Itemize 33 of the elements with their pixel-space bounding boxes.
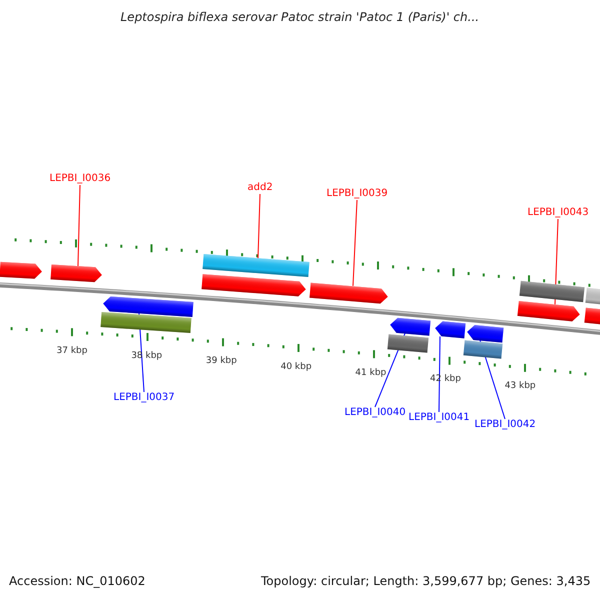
leader-line (258, 194, 260, 259)
leader-line (78, 184, 80, 267)
gene-label: LEPBI_I0040 (344, 407, 406, 419)
scale-label: 41 kbp (355, 366, 386, 379)
genome-info-text: Topology: circular; Length: 3,599,677 bp; Genes: 3,435 (261, 575, 591, 587)
leader-line (438, 336, 440, 412)
gene-bar (100, 312, 192, 334)
gene-feature (434, 321, 466, 339)
gene-feature (202, 274, 306, 297)
gene-label: LEPBI_I0041 (408, 412, 470, 424)
gene-feature (50, 264, 102, 282)
gene-bar (387, 334, 429, 352)
leader-line (352, 200, 358, 286)
gene-label: LEPBI_I0043 (528, 207, 589, 219)
gene-feature (310, 282, 388, 304)
gene-feature (389, 317, 431, 336)
gene-feature (517, 300, 581, 322)
gene-feature (0, 262, 42, 279)
scale-label: 40 kbp (280, 360, 312, 373)
gene-label: LEPBI_I0037 (114, 392, 175, 404)
gene-feature (102, 296, 194, 316)
gene-feature (466, 324, 504, 342)
scale-label: 37 kbp (56, 345, 88, 358)
scale-label: 39 kbp (206, 355, 237, 368)
title: Leptospira biflexa serovar Patoc strain 'Patoc 1 (Paris)' ch... (120, 11, 480, 23)
scale-label: 43 kbp (504, 380, 536, 392)
gene-label: add2 (248, 182, 273, 194)
gene-bar (463, 340, 503, 360)
gene-label: LEPBI_I0036 (50, 173, 111, 185)
gene-label: LEPBI_I0042 (474, 419, 536, 431)
gene-bar (202, 254, 310, 278)
gene-label: LEPBI_I0039 (326, 188, 388, 200)
accession-text: Accession: NC_010602 (9, 575, 146, 587)
